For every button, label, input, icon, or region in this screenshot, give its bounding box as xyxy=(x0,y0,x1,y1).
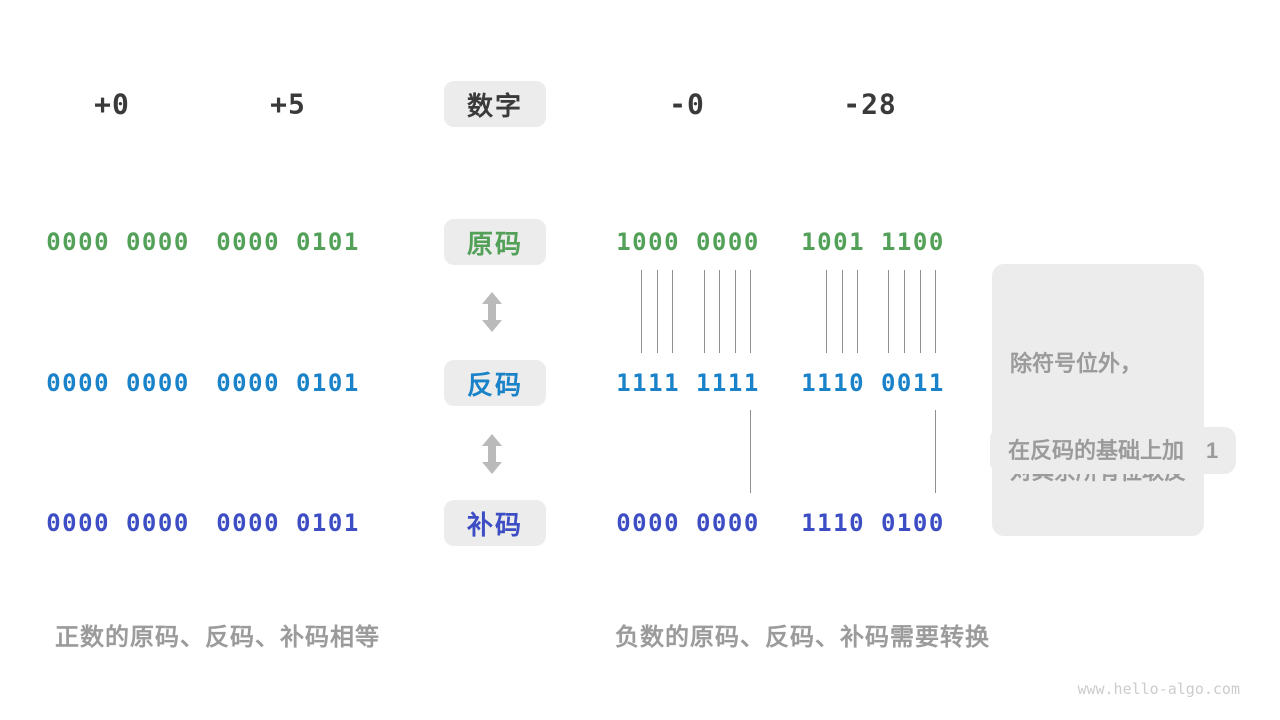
bit-tick-line xyxy=(704,270,705,353)
add-one-note-text: 在反码的基础上加 1 xyxy=(1008,437,1219,463)
updown-arrow-icon xyxy=(481,434,503,474)
sign-magnitude-pos5: 0000 0101 xyxy=(216,228,360,256)
twos-complement-neg0: 0000 0000 xyxy=(616,509,760,537)
ones-complement-label-box: 反码 xyxy=(444,360,546,406)
bit-tick-line xyxy=(672,270,673,353)
header-value-neg28: -28 xyxy=(843,87,897,121)
negative-numbers-caption: 负数的原码、反码、补码需要转换 xyxy=(615,624,990,651)
number-label-box: 数字 xyxy=(444,81,546,127)
ones-complement-neg28: 1110 0011 xyxy=(801,369,945,397)
bit-tick-line xyxy=(935,270,936,353)
ones-complement-neg0: 1111 1111 xyxy=(616,369,760,397)
header-value-neg0: -0 xyxy=(669,87,705,121)
sign-magnitude-label-box: 原码 xyxy=(444,219,546,265)
bit-tick-line xyxy=(935,410,936,493)
updown-arrow-icon xyxy=(481,292,503,332)
twos-complement-neg28: 1110 0100 xyxy=(801,509,945,537)
bit-tick-line xyxy=(904,270,905,353)
invert-bits-note: 除符号位外， 对其余所有位取反 xyxy=(992,264,1205,536)
bit-tick-line xyxy=(826,270,827,353)
bit-tick-line xyxy=(888,270,889,353)
invert-bits-note-line1: 除符号位外， xyxy=(1010,351,1143,376)
watermark: www.hello-algo.com xyxy=(1077,680,1240,698)
sign-magnitude-neg0: 1000 0000 xyxy=(616,228,760,256)
sign-magnitude-neg28: 1001 1100 xyxy=(801,228,945,256)
twos-complement-pos5: 0000 0101 xyxy=(216,509,360,537)
bit-tick-line xyxy=(842,270,843,353)
ones-complement-pos0: 0000 0000 xyxy=(46,369,190,397)
add-one-note: 在反码的基础上加 1 xyxy=(990,427,1237,474)
bit-tick-line xyxy=(857,270,858,353)
bit-tick-line xyxy=(641,270,642,353)
header-value-pos0: +0 xyxy=(94,87,130,121)
twos-complement-label-box: 补码 xyxy=(444,500,546,546)
bit-tick-line xyxy=(750,410,751,493)
sign-magnitude-pos0: 0000 0000 xyxy=(46,228,190,256)
bit-tick-line xyxy=(920,270,921,353)
bit-tick-line xyxy=(750,270,751,353)
bit-tick-line xyxy=(719,270,720,353)
bit-tick-line xyxy=(657,270,658,353)
bit-tick-line xyxy=(735,270,736,353)
header-value-pos5: +5 xyxy=(270,87,306,121)
twos-complement-pos0: 0000 0000 xyxy=(46,509,190,537)
positive-numbers-caption: 正数的原码、反码、补码相等 xyxy=(55,624,380,651)
ones-complement-pos5: 0000 0101 xyxy=(216,369,360,397)
